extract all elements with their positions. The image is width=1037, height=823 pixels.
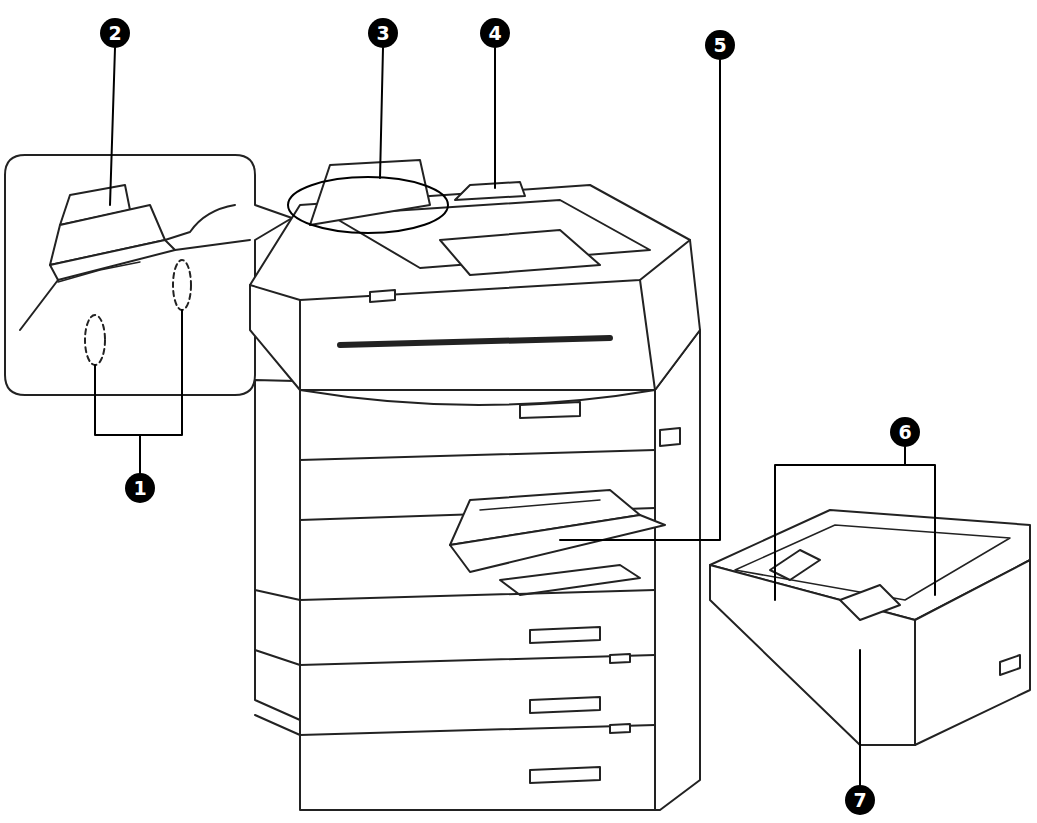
rear-paper-support xyxy=(310,160,430,225)
paper-cassette xyxy=(710,510,1030,745)
callout-number: 2 xyxy=(100,18,130,48)
callout-number: 4 xyxy=(480,18,510,48)
printer-body xyxy=(250,185,700,810)
inset-frame xyxy=(5,155,292,395)
callout-number: 3 xyxy=(368,18,398,48)
inset-paper-support xyxy=(20,185,250,365)
callout-number: 6 xyxy=(890,417,920,447)
adf-input-tray xyxy=(455,182,525,200)
leader-lines xyxy=(95,48,935,786)
callout-number: 1 xyxy=(125,473,155,503)
callout-number: 7 xyxy=(845,785,875,815)
callout-number: 5 xyxy=(705,30,735,60)
